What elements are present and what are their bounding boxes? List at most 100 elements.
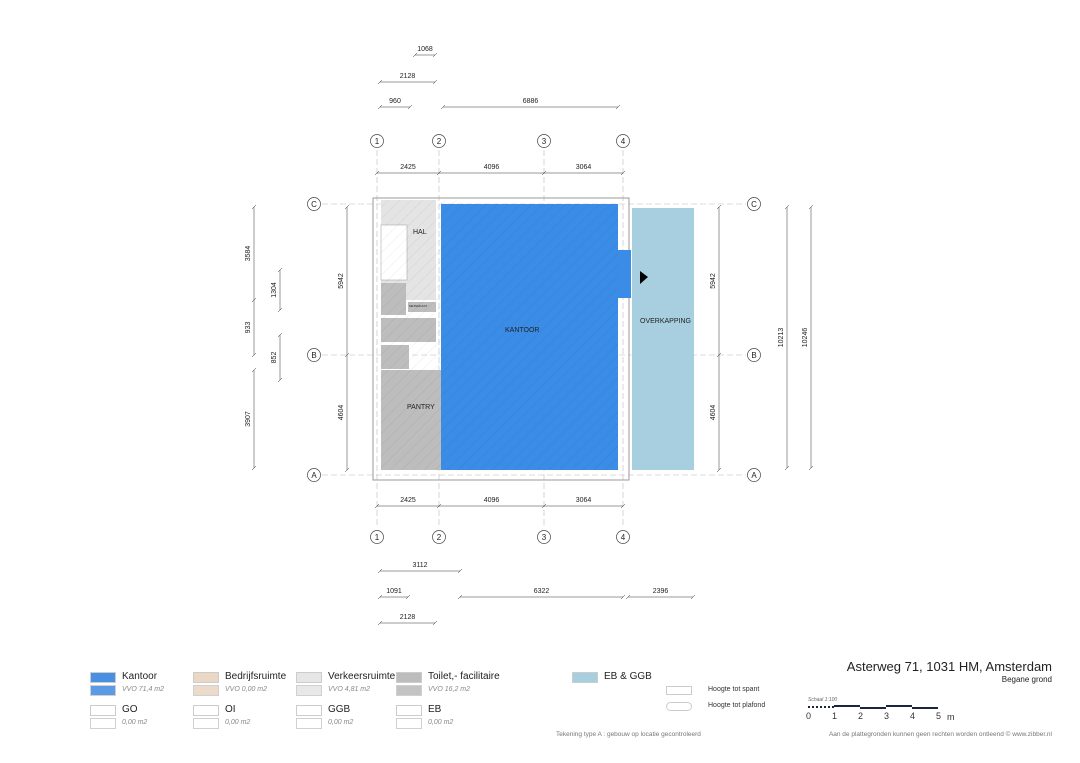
grid-bubble-right-A [747, 468, 761, 482]
plafond-swatch [666, 702, 692, 711]
legend-swatch-go [90, 705, 116, 716]
dim-left-3584: 3584 [245, 246, 252, 262]
grid-bubble-top-4 [616, 134, 630, 148]
scale-tick: 1 [832, 711, 838, 721]
room-label-hal: HAL [413, 229, 427, 236]
dim-bottom-1091: 1091 [386, 588, 402, 595]
scale-tick: 4 [910, 711, 916, 721]
legend-swatch-hatched-bedrijfsruimte [193, 685, 219, 696]
spant-swatch [666, 686, 692, 695]
legend-sub-toilet-facilitaire: VVO 16,2 m2 [428, 686, 471, 693]
grid-bubble-top-3 [537, 134, 551, 148]
grid-bubble-top-1 [370, 134, 384, 148]
dim-bottom-6322: 6322 [534, 588, 550, 595]
grid-bubble-bottom-2 [432, 530, 446, 544]
legend-swatch-hatched-oi [193, 718, 219, 729]
grid-bubble-bottom-1 [370, 530, 384, 544]
dim-left-5942: 5942 [338, 273, 345, 289]
legend-label-eb: EB [428, 704, 442, 715]
legend-label-bedrijfsruimte: Bedrijfsruimte [225, 671, 287, 682]
dim-right-4604: 4604 [710, 405, 717, 421]
legend-swatch-hatched-eb [396, 718, 422, 729]
grid-bubble-left-C-label: C [311, 200, 317, 209]
legend-swatch-ggb [296, 705, 322, 716]
legend-swatch-toilet-facilitaire [396, 672, 422, 683]
dim-top-960: 960 [389, 98, 401, 105]
grid-bubble-top-4-label: 4 [621, 137, 626, 146]
room-label-meterkast: METERKAST [409, 304, 428, 308]
scale-tick: 3 [884, 711, 890, 721]
floor-title: Begane grond [1001, 675, 1052, 684]
legend-sub-eb: 0,00 m2 [428, 719, 454, 726]
room-label-pantry: PANTRY [407, 404, 435, 411]
scale-unit: m [947, 712, 955, 722]
dim-left-852: 852 [271, 352, 278, 364]
grid-bubble-bottom-2-label: 2 [437, 533, 442, 542]
grid-bubble-bottom-4-label: 4 [621, 533, 626, 542]
grid-bubble-right-C-label: C [751, 200, 757, 209]
legend-swatch-eb-ggb [572, 672, 598, 683]
legend-sub-kantoor: VVO 71,4 m2 [122, 686, 165, 693]
footer-left: Tekening type A : gebouw op locatie geco… [556, 731, 701, 738]
legend-swatch-bedrijfsruimte [193, 672, 219, 683]
legend-swatch-hatched-verkeersruimte [296, 685, 322, 696]
grid-bubble-left-A-label: A [311, 471, 317, 480]
dim-right-10213: 10213 [778, 328, 785, 348]
dim-bottom-2425: 2425 [400, 497, 416, 504]
legend-swatch-hatched-kantoor [90, 685, 116, 696]
legend-swatch-hatched-go [90, 718, 116, 729]
dim-top-2425: 2425 [400, 164, 416, 171]
grid-bubble-bottom-1-label: 1 [375, 533, 380, 542]
dim-bottom-3112: 3112 [412, 562, 427, 569]
legend-label-kantoor: Kantoor [122, 671, 158, 682]
dim-top-4096: 4096 [484, 164, 500, 171]
legend-label-toilet-facilitaire: Toilet,- facilitaire [428, 671, 500, 682]
room-label-kantoor: KANTOOR [505, 327, 540, 334]
legend-swatch-hatched-toilet-facilitaire [396, 685, 422, 696]
grid-bubble-right-B-label: B [751, 351, 756, 360]
grid-bubble-top-3-label: 3 [542, 137, 547, 146]
room-overkapping [632, 208, 694, 470]
dim-left-1304: 1304 [271, 282, 278, 298]
legend-label-eb-ggb: EB & GGB [604, 671, 652, 682]
room-label-overkapping: OVERKAPPING [640, 318, 691, 325]
grid-bubble-right-A-label: A [751, 471, 757, 480]
dim-left-933: 933 [245, 322, 252, 334]
dim-bottom-2128: 2128 [400, 614, 416, 621]
scale-tick: 2 [858, 711, 864, 721]
legend-label-oi: OI [225, 704, 236, 715]
legend-swatch-hatched-ggb [296, 718, 322, 729]
dim-bottom-3064: 3064 [576, 497, 592, 504]
legend-swatch-kantoor [90, 672, 116, 683]
legend-swatch-verkeersruimte [296, 672, 322, 683]
scale-label: Schaal 1:100 [808, 697, 838, 703]
legend-sub-oi: 0,00 m2 [225, 719, 251, 726]
dim-left-4604: 4604 [338, 405, 345, 421]
address-title: Asterweg 71, 1031 HM, Amsterdam [846, 659, 1052, 674]
scale-tick: 5 [936, 711, 942, 721]
legend-sub-go: 0,00 m2 [122, 719, 148, 726]
legend-label-verkeersruimte: Verkeersruimte [328, 671, 396, 682]
dim-right-10246: 10246 [802, 328, 809, 348]
grid-bubble-left-A [307, 468, 321, 482]
dim-top-3064: 3064 [576, 164, 592, 171]
grid-bubble-top-2-label: 2 [437, 137, 442, 146]
grid-bubble-bottom-3-label: 3 [542, 533, 547, 542]
grid-bubble-bottom-4 [616, 530, 630, 544]
dim-right-5942: 5942 [710, 273, 717, 289]
dim-top-6886: 6886 [523, 98, 539, 105]
legend-swatch-oi [193, 705, 219, 716]
footer-right: Aan de plattegronden kunnen geen rechten… [828, 731, 1052, 738]
dim-top-1068: 1068 [417, 46, 433, 53]
grid-bubble-right-B [747, 348, 761, 362]
scale-bar [808, 705, 938, 709]
legend-sub-ggb: 0,00 m2 [328, 719, 354, 726]
dim-top-2128: 2128 [400, 73, 416, 80]
hoogte-plafond-label: Hoogte tot plafond [708, 702, 766, 709]
grid-bubble-left-B-label: B [311, 351, 316, 360]
legend-sub-verkeersruimte: VVO 4,81 m2 [328, 686, 371, 693]
grid-bubble-left-C [307, 197, 321, 211]
entrance-arrow-icon [640, 271, 648, 284]
